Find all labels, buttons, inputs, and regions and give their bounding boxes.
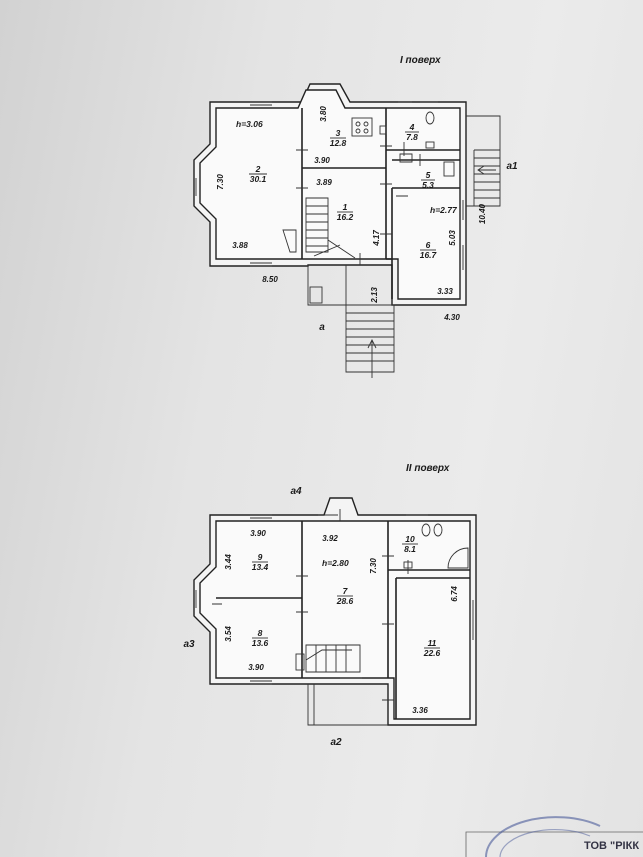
room-5-number: 5 <box>426 170 431 180</box>
floor1-porch-a <box>307 265 395 378</box>
room-11-area: 22.6 <box>423 648 441 658</box>
room-9-area: 13.4 <box>252 562 269 572</box>
stamp-seal: ТОВ "РІКК <box>465 816 643 857</box>
floor2-interior-walls <box>216 521 470 719</box>
dim-4-17: 4.17 <box>372 230 381 247</box>
dim-6-74: 6.74 <box>450 586 459 602</box>
floor1-height-label: h=3.06 <box>236 119 263 129</box>
dim-3-54: 3.54 <box>224 626 233 642</box>
floor1-porch-a1 <box>466 115 501 207</box>
room-8-number: 8 <box>258 628 263 638</box>
floor1-fixtures <box>282 111 455 253</box>
dim-3-90-f1: 3.90 <box>314 156 330 165</box>
dim-3-80: 3.80 <box>319 106 328 122</box>
floor2-plan: II поверх h=2.80 7 28.6 8 13.6 9 13.4 10… <box>183 463 477 748</box>
dim-3-36: 3.36 <box>412 706 428 715</box>
dim-3-90-top: 3.90 <box>250 529 266 538</box>
room-2-number: 2 <box>255 164 261 174</box>
entrance-a3-label: a3 <box>183 639 195 650</box>
floor1-inner-fill <box>199 89 461 300</box>
room-6-area: 16.7 <box>420 250 438 260</box>
entrance-a-label: a <box>319 322 325 333</box>
dim-8-50: 8.50 <box>262 275 278 284</box>
floor2-stairs <box>295 644 361 673</box>
room-4-area: 7.8 <box>406 132 418 142</box>
dim-3-33: 3.33 <box>437 287 453 296</box>
room-7-area: 28.6 <box>336 596 354 606</box>
dim-3-89: 3.89 <box>316 178 332 187</box>
room-1-number: 1 <box>343 202 348 212</box>
floor2-doors <box>212 509 409 701</box>
dim-3-92: 3.92 <box>322 534 338 543</box>
room-4-number: 4 <box>409 122 415 132</box>
room-2-area: 30.1 <box>250 174 267 184</box>
entrance-a2-label: a2 <box>330 737 342 748</box>
floor1-doors <box>296 142 421 265</box>
room-3-area: 12.8 <box>330 138 347 148</box>
entrance-a1-label: a1 <box>506 161 518 172</box>
room-5-area: 5.3 <box>422 180 434 190</box>
room-11-number: 11 <box>428 638 437 648</box>
room-7-number: 7 <box>343 586 349 596</box>
dim-10-40: 10.40 <box>478 203 487 224</box>
floor2-height-label: h=2.80 <box>322 558 349 568</box>
floor2-fixtures <box>403 523 469 569</box>
dim-3-88: 3.88 <box>232 241 248 250</box>
dim-3-44: 3.44 <box>224 554 233 570</box>
floor1-stairs <box>305 197 356 259</box>
dim-5-03: 5.03 <box>448 230 457 246</box>
floor2-inner-fill <box>199 520 471 720</box>
room-10-number: 10 <box>405 534 415 544</box>
dim-7-30-f1: 7.30 <box>216 174 225 190</box>
room-6-number: 6 <box>426 240 431 250</box>
room-1-area: 16.2 <box>337 212 354 222</box>
floor2-balcony <box>307 684 388 726</box>
entrance-a4-label: a4 <box>290 486 302 497</box>
dim-7-30-f2: 7.30 <box>369 558 378 574</box>
floor2-title: II поверх <box>406 463 450 474</box>
room-8-area: 13.6 <box>252 638 269 648</box>
room-3-number: 3 <box>336 128 341 138</box>
dim-4-30: 4.30 <box>443 313 460 322</box>
dim-2-13: 2.13 <box>370 287 379 304</box>
floor2-windows <box>195 514 474 685</box>
floor1-title: I поверх <box>400 55 441 66</box>
dim-3-90-bottom: 3.90 <box>248 663 264 672</box>
room-9-number: 9 <box>258 552 263 562</box>
floor1-windows <box>195 101 464 270</box>
room-10-area: 8.1 <box>404 544 416 554</box>
stamp-company-text: ТОВ "РІКК <box>584 840 639 852</box>
floor1-height-label-2: h=2.77 <box>430 205 458 215</box>
floor1-plan: I поверх h=3.06 h=2.77 1 16.2 2 30.1 3 1… <box>193 55 518 378</box>
floor1-interior-walls <box>301 108 460 299</box>
